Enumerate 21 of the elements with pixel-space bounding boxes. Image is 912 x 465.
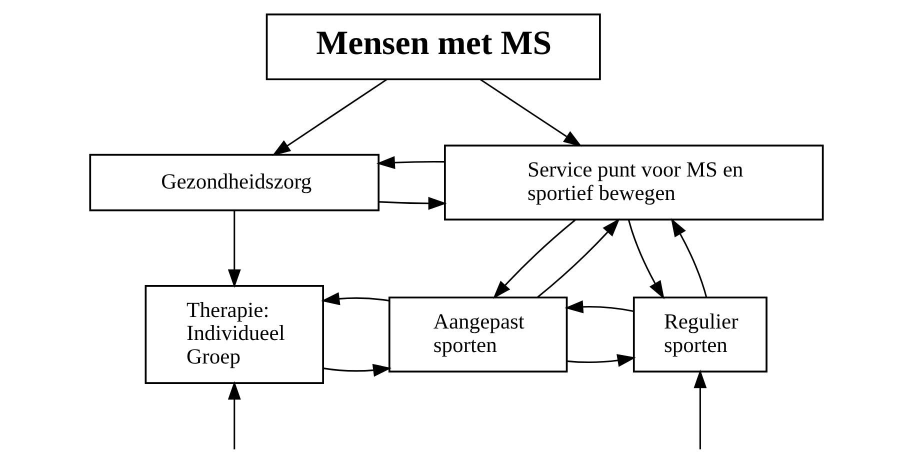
node-box: Therapie: Individueel Groep xyxy=(144,285,324,384)
arrow xyxy=(536,218,620,298)
arrow xyxy=(227,381,240,450)
node-box: Gezondheidszorg xyxy=(88,154,380,212)
arrow xyxy=(628,220,664,300)
arrow xyxy=(322,364,392,377)
arrow xyxy=(376,156,444,170)
arrow xyxy=(693,370,706,450)
arrow xyxy=(670,218,707,298)
node-box: Mensen met MS xyxy=(265,14,600,80)
node-box: Service punt voor MS en sportief bewegen xyxy=(444,144,824,221)
arrow xyxy=(566,354,636,367)
node-box: Aangepast sporten xyxy=(388,296,568,372)
arrow xyxy=(272,78,387,156)
arrow xyxy=(227,210,240,288)
arrow xyxy=(378,196,446,210)
arrow xyxy=(492,219,576,299)
arrow xyxy=(564,300,634,314)
arrow xyxy=(479,78,582,147)
arrow xyxy=(320,292,389,306)
node-box: Regulier sporten xyxy=(632,296,767,372)
